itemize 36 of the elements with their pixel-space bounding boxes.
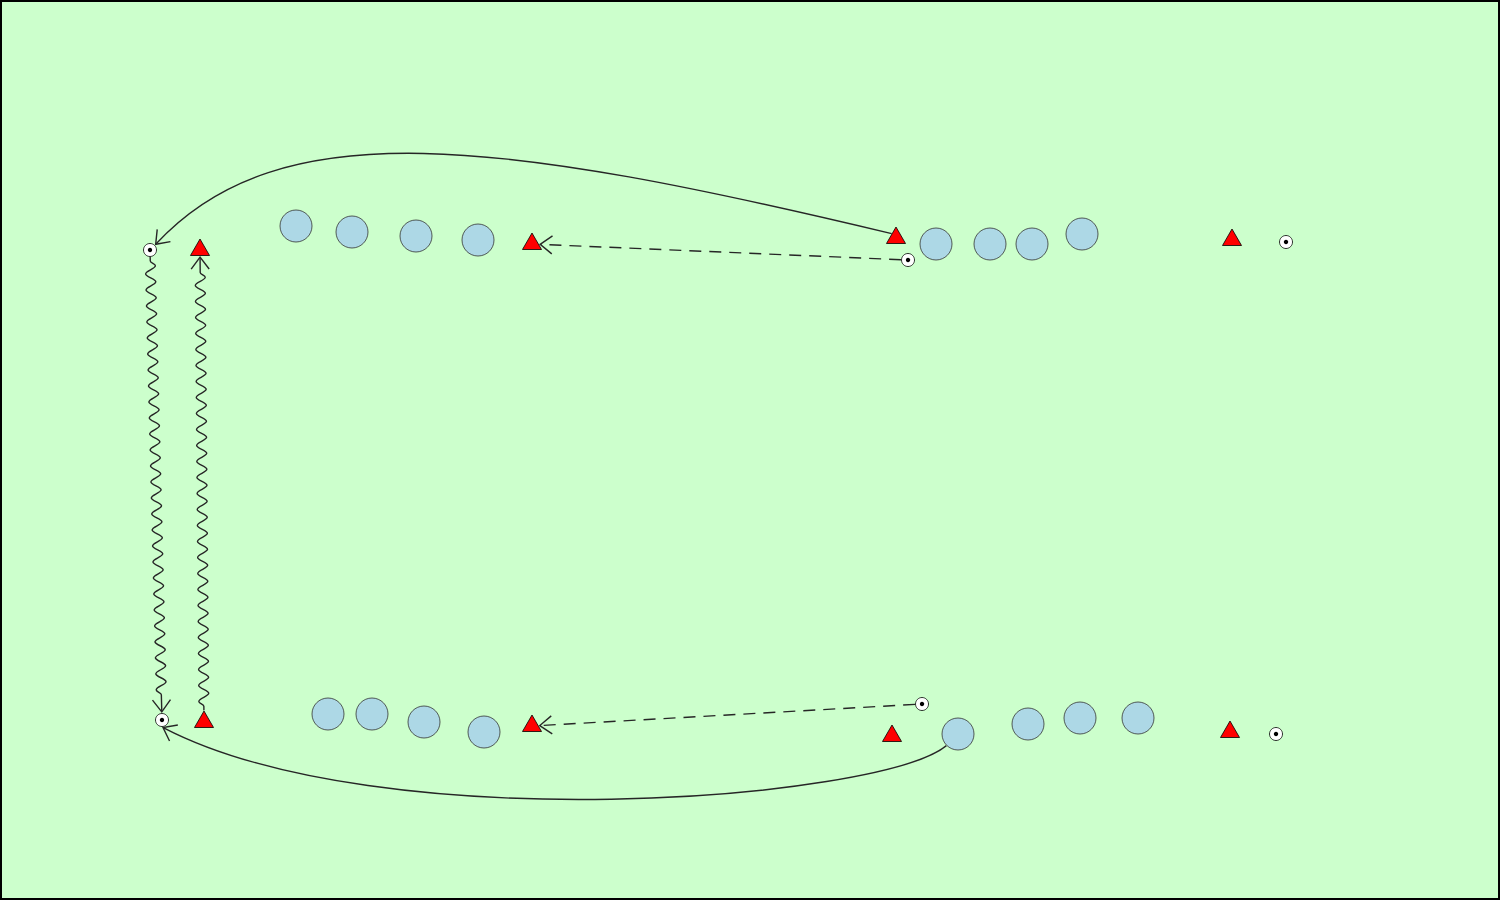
- player-circle: [1121, 701, 1155, 735]
- player-circle: [919, 227, 953, 261]
- player-circle: [355, 697, 389, 731]
- cone-marker: [1220, 720, 1240, 738]
- cone-marker: [190, 238, 210, 256]
- cone-marker: [194, 710, 214, 728]
- player-circle: [279, 209, 313, 243]
- player-circle: [467, 715, 501, 749]
- cone-marker: [522, 232, 542, 250]
- cone-marker: [882, 724, 902, 742]
- player-circle: [973, 227, 1007, 261]
- ball-icon: [1279, 235, 1293, 249]
- dashed-arrow: [538, 703, 916, 735]
- player-circle: [1011, 707, 1045, 741]
- cone-marker: [522, 714, 542, 732]
- wavy-arrow: [190, 255, 210, 712]
- player-circle: [941, 717, 975, 751]
- player-circle: [461, 223, 495, 257]
- ball-icon: [901, 253, 915, 267]
- player-circle: [1063, 701, 1097, 735]
- player-circle: [1065, 217, 1099, 251]
- player-circle: [335, 215, 369, 249]
- curved-arrow: [162, 724, 948, 800]
- ball-icon: [915, 697, 929, 711]
- player-circle: [407, 705, 441, 739]
- cone-marker: [886, 226, 906, 244]
- dashed-arrow: [539, 235, 902, 261]
- ball-icon: [1269, 727, 1283, 741]
- ball-icon: [155, 713, 169, 727]
- curved-arrow: [154, 152, 893, 246]
- player-circle: [399, 219, 433, 253]
- ball-icon: [143, 243, 157, 257]
- player-circle: [311, 697, 345, 731]
- cone-marker: [1222, 228, 1242, 246]
- player-circle: [1015, 227, 1049, 261]
- wavy-arrow: [144, 256, 172, 714]
